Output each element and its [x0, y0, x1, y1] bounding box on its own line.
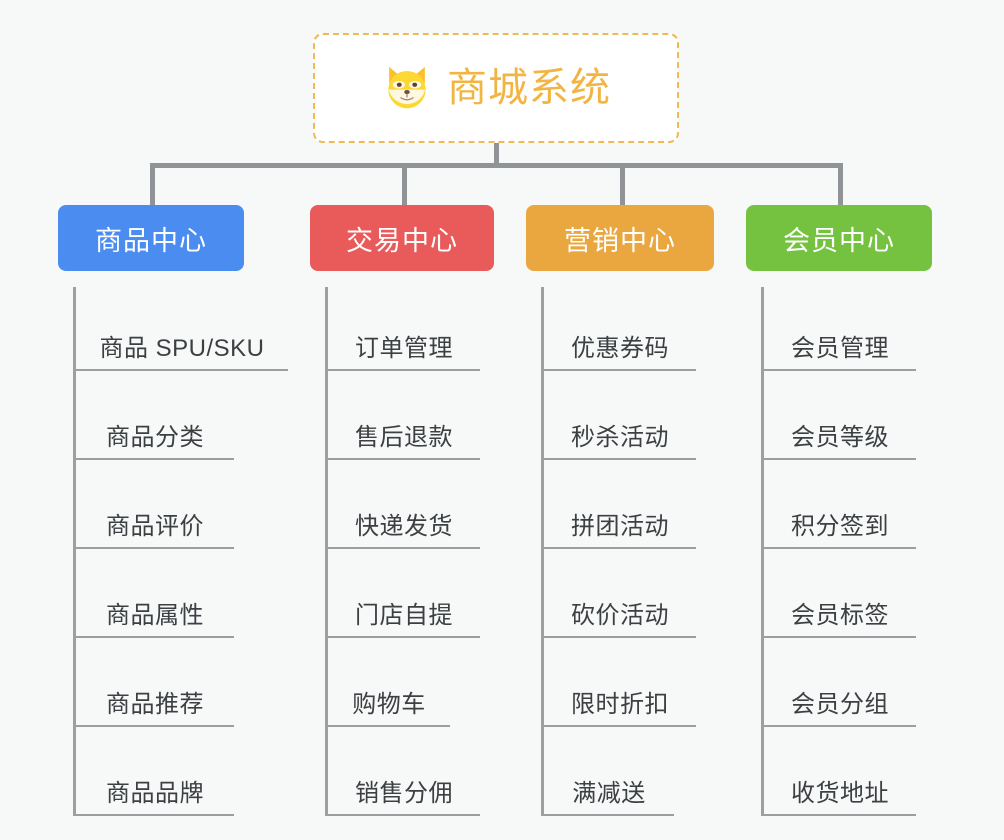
- shiba-dog-face-icon: [388, 66, 426, 109]
- leaf-label: 砍价活动: [571, 602, 669, 629]
- branch-member-center: 会员中心 会员管理 会员等级 积分签到 会员标签 会员分组 收货地址: [746, 205, 932, 832]
- leaf-list-marketing-center: 优惠券码 秒杀活动 拼团活动 砍价活动 限时折扣 满减送: [541, 287, 714, 816]
- leaf-label: 商品分类: [106, 424, 204, 451]
- leaf-label: 售后退款: [355, 424, 453, 451]
- leaf-item[interactable]: 商品分类: [76, 371, 234, 460]
- category-label-member-center: 会员中心: [783, 225, 895, 256]
- connector-drop-product-center: [150, 163, 155, 205]
- connector-drop-trade-center: [402, 163, 407, 205]
- leaf-label: 订单管理: [355, 335, 453, 362]
- leaf-label: 优惠券码: [571, 335, 669, 362]
- leaf-item[interactable]: 秒杀活动: [544, 371, 696, 460]
- leaf-item[interactable]: 积分签到: [764, 460, 916, 549]
- leaf-item[interactable]: 售后退款: [328, 371, 480, 460]
- leaf-label: 商品品牌: [106, 780, 204, 807]
- leaf-label: 购物车: [352, 691, 426, 718]
- leaf-label: 积分签到: [791, 513, 889, 540]
- category-label-marketing-center: 营销中心: [564, 225, 676, 256]
- root-node-label: 商城系统: [447, 66, 611, 110]
- category-box-trade-center[interactable]: 交易中心: [310, 205, 494, 271]
- leaf-item[interactable]: 商品评价: [76, 460, 234, 549]
- leaf-label: 商品推荐: [106, 691, 204, 718]
- leaf-label: 商品 SPU/SKU: [99, 335, 265, 362]
- leaf-label: 满减送: [572, 780, 646, 807]
- leaf-item[interactable]: 商品推荐: [76, 638, 234, 727]
- leaf-item[interactable]: 拼团活动: [544, 460, 696, 549]
- leaf-item[interactable]: 会员标签: [764, 549, 916, 638]
- connector-horizontal-bus: [150, 163, 840, 168]
- leaf-label: 销售分佣: [355, 780, 453, 807]
- leaf-item[interactable]: 购物车: [328, 638, 450, 727]
- leaf-item[interactable]: 商品品牌: [76, 727, 234, 816]
- leaf-list-product-center: 商品 SPU/SKU 商品分类 商品评价 商品属性 商品推荐 商品品牌: [73, 287, 288, 816]
- branch-trade-center: 交易中心 订单管理 售后退款 快递发货 门店自提 购物车 销售分佣: [310, 205, 494, 832]
- leaf-label: 会员管理: [791, 335, 889, 362]
- branch-marketing-center: 营销中心 优惠券码 秒杀活动 拼团活动 砍价活动 限时折扣 满减送: [526, 205, 714, 832]
- category-box-member-center[interactable]: 会员中心: [746, 205, 932, 271]
- leaf-item[interactable]: 优惠券码: [544, 287, 696, 371]
- leaf-label: 快递发货: [355, 513, 453, 540]
- leaf-label: 会员标签: [791, 602, 889, 629]
- leaf-label: 会员等级: [791, 424, 889, 451]
- leaf-item[interactable]: 满减送: [544, 727, 674, 816]
- leaf-label: 会员分组: [791, 691, 889, 718]
- connector-drop-marketing-center: [620, 163, 625, 205]
- root-node-shopping-mall-system[interactable]: 商城系统: [313, 33, 679, 143]
- leaf-label: 收货地址: [791, 780, 889, 807]
- leaf-item[interactable]: 砍价活动: [544, 549, 696, 638]
- leaf-item[interactable]: 销售分佣: [328, 727, 480, 816]
- category-box-product-center[interactable]: 商品中心: [58, 205, 244, 271]
- leaf-list-member-center: 会员管理 会员等级 积分签到 会员标签 会员分组 收货地址: [761, 287, 932, 816]
- leaf-label: 商品评价: [106, 513, 204, 540]
- leaf-item[interactable]: 快递发货: [328, 460, 480, 549]
- leaf-item[interactable]: 收货地址: [764, 727, 916, 816]
- leaf-item[interactable]: 门店自提: [328, 549, 480, 638]
- category-box-marketing-center[interactable]: 营销中心: [526, 205, 714, 271]
- leaf-item[interactable]: 会员分组: [764, 638, 916, 727]
- leaf-item[interactable]: 会员管理: [764, 287, 916, 371]
- leaf-item[interactable]: 会员等级: [764, 371, 916, 460]
- category-label-product-center: 商品中心: [95, 225, 207, 256]
- leaf-item[interactable]: 商品属性: [76, 549, 234, 638]
- leaf-label: 商品属性: [106, 602, 204, 629]
- category-label-trade-center: 交易中心: [346, 225, 458, 256]
- leaf-label: 限时折扣: [571, 691, 669, 718]
- leaf-item[interactable]: 限时折扣: [544, 638, 696, 727]
- leaf-label: 拼团活动: [571, 513, 669, 540]
- leaf-item[interactable]: 商品 SPU/SKU: [76, 287, 288, 371]
- leaf-item[interactable]: 订单管理: [328, 287, 480, 371]
- leaf-label: 秒杀活动: [571, 424, 669, 451]
- branch-product-center: 商品中心 商品 SPU/SKU 商品分类 商品评价 商品属性 商品推荐 商品品牌: [58, 205, 288, 832]
- leaf-list-trade-center: 订单管理 售后退款 快递发货 门店自提 购物车 销售分佣: [325, 287, 494, 816]
- leaf-label: 门店自提: [355, 602, 453, 629]
- connector-root-stub: [494, 143, 499, 165]
- connector-drop-member-center: [838, 163, 843, 205]
